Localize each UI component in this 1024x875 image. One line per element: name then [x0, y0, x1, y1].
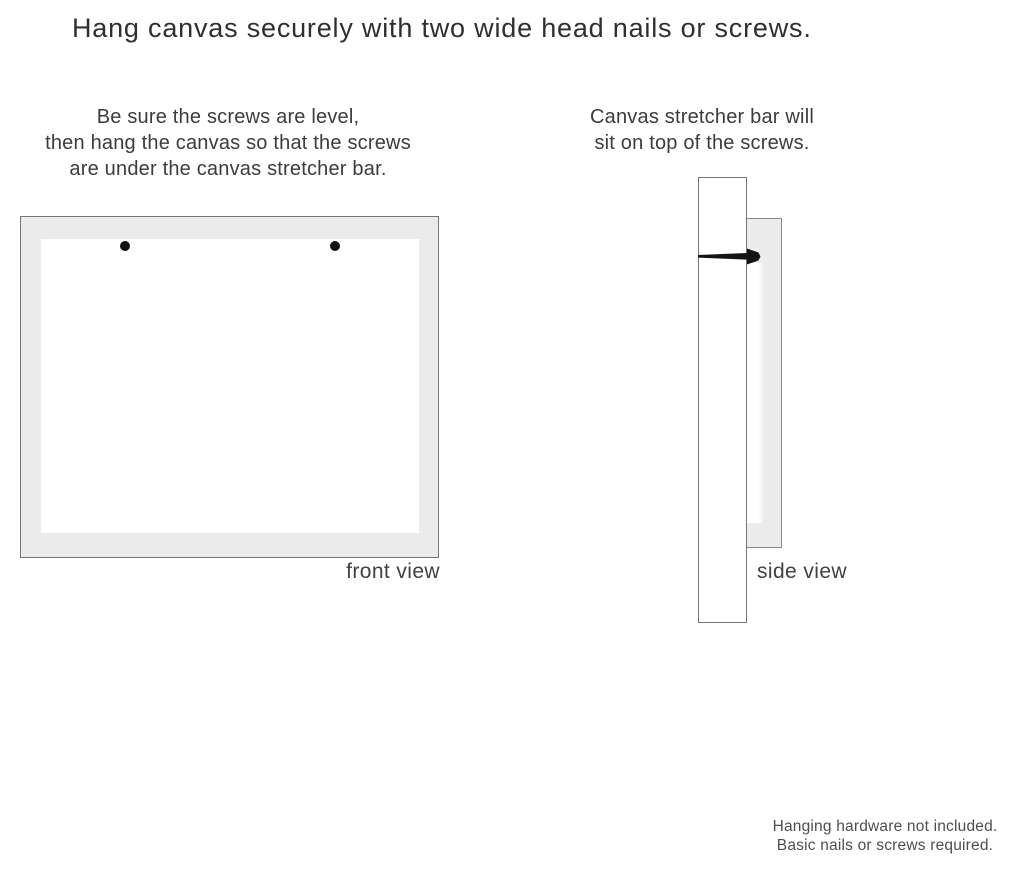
- instruction-line: sit on top of the screws.: [594, 132, 810, 154]
- instruction-line: then hang the canvas so that the screws: [45, 132, 411, 154]
- nail-dot-left-icon: [120, 241, 130, 251]
- canvas-side-view: [745, 218, 782, 548]
- canvas-stretcher-gap: [747, 263, 763, 523]
- side-view-instructions: Canvas stretcher bar will sit on top of …: [552, 104, 852, 156]
- front-view-instructions: Be sure the screws are level, then hang …: [28, 104, 428, 182]
- stretcher-bar-side: [698, 177, 747, 623]
- nail-dot-right-icon: [330, 241, 340, 251]
- page-title: Hang canvas securely with two wide head …: [72, 13, 812, 43]
- side-view-label: side view: [757, 560, 847, 583]
- canvas-inner-area: [41, 239, 419, 533]
- instruction-line: Be sure the screws are level,: [96, 106, 360, 128]
- nail-icon: [698, 248, 761, 265]
- instruction-line: are under the canvas stretcher bar.: [69, 158, 387, 180]
- hardware-note-line: Hanging hardware not included.: [772, 818, 998, 835]
- hardware-note: Hanging hardware not included. Basic nai…: [752, 818, 1018, 855]
- hardware-note-line: Basic nails or screws required.: [776, 836, 994, 854]
- front-view-label: front view: [346, 560, 440, 583]
- instruction-line: Canvas stretcher bar will: [590, 106, 814, 128]
- front-view-canvas-frame: [20, 216, 439, 558]
